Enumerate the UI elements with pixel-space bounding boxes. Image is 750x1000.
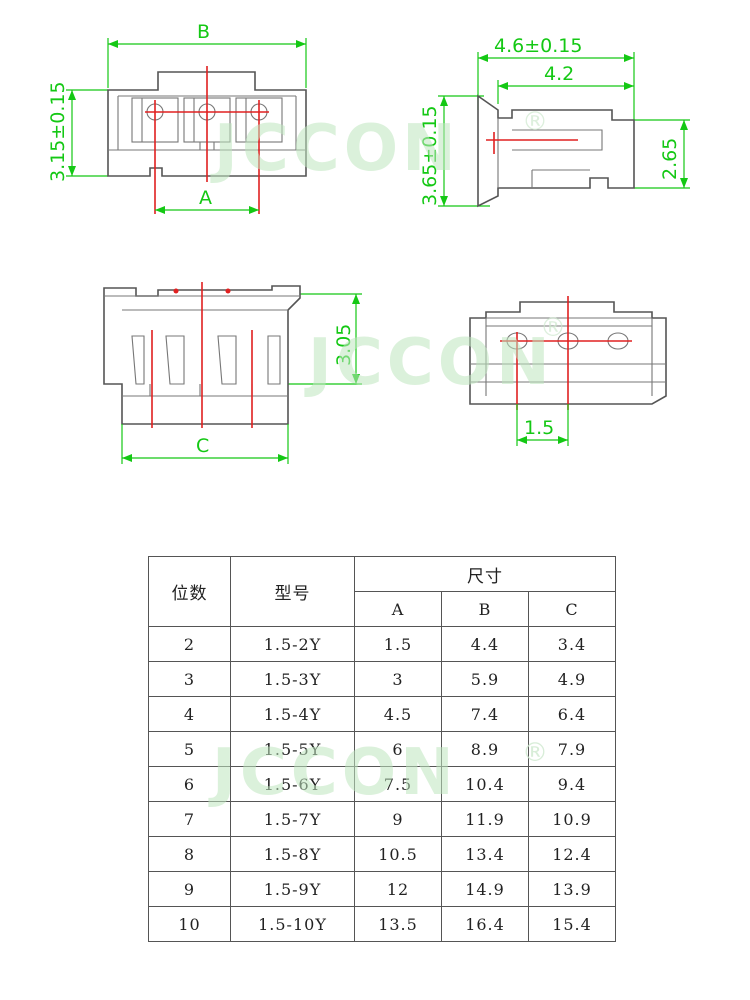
cell-a: 4.5 bbox=[354, 696, 442, 732]
cell-a: 12 bbox=[354, 871, 442, 907]
watermark-top-reg: ® bbox=[522, 107, 548, 137]
dim-365-label: 3.65±0.15 bbox=[419, 105, 441, 206]
cell-model: 1.5-8Y bbox=[230, 836, 355, 872]
cell-b: 7.4 bbox=[441, 696, 529, 732]
cell-c: 12.4 bbox=[527, 836, 617, 872]
dim-46-label: 4.6±0.15 bbox=[494, 35, 582, 57]
header-size: 尺寸 bbox=[353, 556, 617, 592]
cell-b: 16.4 bbox=[441, 906, 529, 942]
header-a: A bbox=[354, 591, 442, 627]
cell-model: 1.5-9Y bbox=[230, 871, 355, 907]
cell-positions: 7 bbox=[148, 801, 231, 837]
dim-42-label: 4.2 bbox=[544, 63, 574, 85]
table-subheader-row: A B C bbox=[149, 591, 617, 627]
cell-b: 10.4 bbox=[441, 766, 529, 802]
table-row: 10 1.5-10Y 13.5 16.4 15.4 bbox=[148, 906, 617, 942]
watermark-top: JCCON bbox=[210, 112, 460, 186]
cell-a: 7.5 bbox=[354, 766, 442, 802]
cell-c: 13.9 bbox=[527, 871, 617, 907]
cell-c: 7.9 bbox=[527, 731, 617, 767]
cell-positions: 9 bbox=[148, 871, 231, 907]
cell-model: 1.5-5Y bbox=[230, 731, 355, 767]
cell-positions: 8 bbox=[148, 836, 231, 872]
cell-model: 1.5-3Y bbox=[230, 661, 355, 697]
cell-c: 10.9 bbox=[527, 801, 617, 837]
cell-c: 3.4 bbox=[527, 626, 617, 662]
cell-model: 1.5-10Y bbox=[230, 906, 355, 942]
cell-b: 8.9 bbox=[441, 731, 529, 767]
cell-positions: 3 bbox=[148, 661, 231, 697]
cell-b: 4.4 bbox=[441, 626, 529, 662]
dim-315-label: 3.15±0.15 bbox=[47, 81, 69, 182]
top-view: 1.5 bbox=[469, 296, 667, 446]
cell-b: 13.4 bbox=[441, 836, 529, 872]
cell-a: 9 bbox=[354, 801, 442, 837]
cell-positions: 5 bbox=[148, 731, 231, 767]
bottom-view: 3.05 C bbox=[103, 282, 362, 464]
header-model: 型号 bbox=[230, 556, 355, 627]
table-header-row: 位数 型号 尺寸 bbox=[148, 556, 617, 627]
watermark-middle-reg: ® bbox=[540, 313, 566, 343]
cell-a: 3 bbox=[354, 661, 442, 697]
dim-a-label: A bbox=[199, 187, 212, 209]
spec-table: 位数 型号 尺寸 A B C 2 1.5-2Y 1.5 4.4 3.4 3 1.… bbox=[148, 556, 617, 942]
cell-a: 13.5 bbox=[354, 906, 442, 942]
table-row: 2 1.5-2Y 1.5 4.4 3.4 bbox=[148, 626, 617, 662]
table-row: 6 1.5-6Y 7.5 10.4 9.4 bbox=[148, 766, 617, 802]
dim-305-label: 3.05 bbox=[333, 324, 355, 366]
dim-c-label: C bbox=[196, 435, 209, 457]
cell-a: 6 bbox=[354, 731, 442, 767]
header-c: C bbox=[527, 591, 617, 627]
cell-positions: 4 bbox=[148, 696, 231, 732]
cell-a: 10.5 bbox=[354, 836, 442, 872]
table-row: 5 1.5-5Y 6 8.9 7.9 bbox=[148, 731, 617, 767]
table-row: 3 1.5-3Y 3 5.9 4.9 bbox=[148, 661, 617, 697]
cell-c: 9.4 bbox=[527, 766, 617, 802]
cell-c: 4.9 bbox=[527, 661, 617, 697]
side-view: 4.6±0.15 4.2 3.65±0.15 2.65 bbox=[419, 35, 690, 208]
table-row: 4 1.5-4Y 4.5 7.4 6.4 bbox=[148, 696, 617, 732]
cell-model: 1.5-7Y bbox=[230, 801, 355, 837]
cell-positions: 6 bbox=[148, 766, 231, 802]
cell-c: 15.4 bbox=[527, 906, 617, 942]
cell-a: 1.5 bbox=[354, 626, 442, 662]
header-positions: 位数 bbox=[148, 556, 231, 627]
dim-15-label: 1.5 bbox=[524, 417, 554, 439]
cell-b: 14.9 bbox=[441, 871, 529, 907]
cell-positions: 10 bbox=[148, 906, 231, 942]
technical-drawing: B 3.15±0.15 A bbox=[47, 21, 690, 464]
cell-model: 1.5-6Y bbox=[230, 766, 355, 802]
watermark-middle: JCCON bbox=[304, 326, 554, 400]
table-row: 7 1.5-7Y 9 11.9 10.9 bbox=[148, 801, 617, 837]
cell-c: 6.4 bbox=[527, 696, 617, 732]
table-row: 8 1.5-8Y 10.5 13.4 12.4 bbox=[148, 836, 617, 872]
cell-positions: 2 bbox=[148, 626, 231, 662]
header-b: B bbox=[441, 591, 529, 627]
cell-model: 1.5-4Y bbox=[230, 696, 355, 732]
cell-b: 11.9 bbox=[441, 801, 529, 837]
front-view: B 3.15±0.15 A bbox=[47, 21, 307, 214]
cell-model: 1.5-2Y bbox=[230, 626, 355, 662]
dim-265-label: 2.65 bbox=[659, 138, 681, 180]
dim-b-label: B bbox=[197, 21, 210, 43]
cell-b: 5.9 bbox=[441, 661, 529, 697]
table-row: 9 1.5-9Y 12 14.9 13.9 bbox=[148, 871, 617, 907]
